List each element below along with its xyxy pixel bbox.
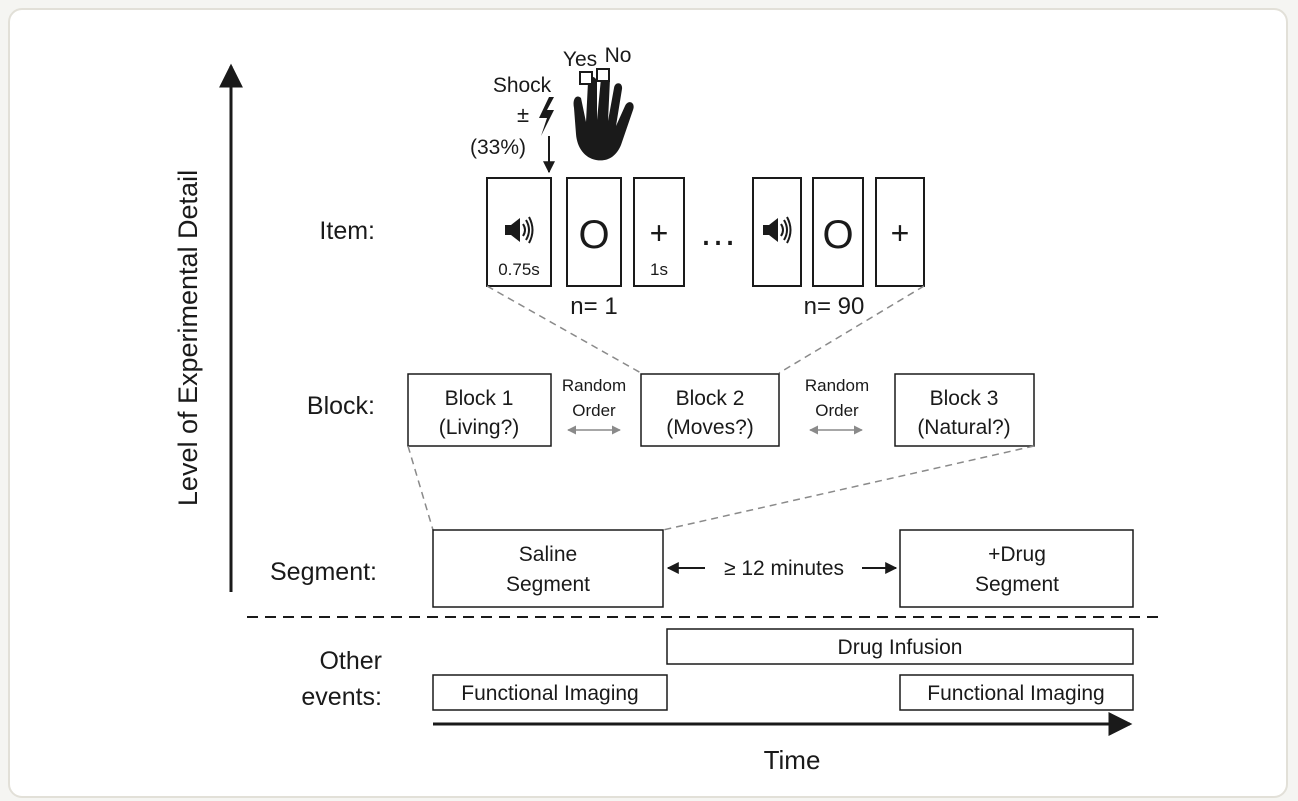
drug-segment-line2: Segment <box>975 573 1059 596</box>
random-order-label-2b: Order <box>815 401 859 420</box>
shock-sign: ± <box>517 102 529 127</box>
fixation-cross-last: + <box>891 215 910 251</box>
row-label-other-2: events: <box>301 683 382 711</box>
item-box-fixation-last <box>875 177 925 287</box>
random-order-label-1b: Order <box>572 401 616 420</box>
lightning-icon <box>539 97 554 136</box>
figure-frame: Level of Experimental Detail Item: Block… <box>8 8 1288 798</box>
item-index-first: n= 1 <box>570 293 617 320</box>
item-box-target-last <box>812 177 864 287</box>
zoom-line <box>486 285 642 374</box>
target-letter-first: O <box>578 213 609 257</box>
block-2-title: Block 2 <box>676 387 745 410</box>
saline-segment-line1: Saline <box>519 543 577 566</box>
speaker-icon <box>505 216 534 244</box>
row-label-item: Item: <box>319 217 375 245</box>
shock-label: Shock <box>493 74 552 97</box>
target-letter-last: O <box>822 213 853 257</box>
item-box-target-first <box>566 177 622 287</box>
block-2-question: (Moves?) <box>666 416 754 439</box>
experiment-design-diagram: Level of Experimental Detail Item: Block… <box>173 44 1160 775</box>
drug-segment-line1: +Drug <box>988 543 1046 566</box>
zoom-line <box>662 445 1035 531</box>
random-order-label-2a: Random <box>805 376 869 395</box>
no-button-icon <box>596 68 610 82</box>
speaker-icon <box>763 216 792 244</box>
block-3-box <box>894 373 1035 447</box>
hand-icon <box>573 72 634 161</box>
imaging-label-left: Functional Imaging <box>461 682 638 705</box>
row-label-other-1: Other <box>319 647 382 675</box>
random-order-label-1a: Random <box>562 376 626 395</box>
saline-segment-line2: Segment <box>506 573 590 596</box>
yes-button-icon <box>579 71 593 85</box>
imaging-box-left <box>432 674 668 711</box>
block-3-title: Block 3 <box>930 387 999 410</box>
shock-probability: (33%) <box>470 136 526 159</box>
block-1-box <box>407 373 552 447</box>
imaging-box-right <box>899 674 1134 711</box>
item-index-last: n= 90 <box>804 293 865 320</box>
block-3-question: (Natural?) <box>917 416 1010 439</box>
segment-interval: ≥ 12 minutes <box>724 557 844 580</box>
block-2-box <box>640 373 780 447</box>
imaging-label-right: Functional Imaging <box>927 682 1104 705</box>
drug-infusion-label: Drug Infusion <box>838 636 963 659</box>
drug-infusion-box <box>666 628 1134 665</box>
block-1-question: (Living?) <box>439 416 520 439</box>
saline-segment-box <box>432 529 664 608</box>
item-ellipsis: … <box>699 212 737 254</box>
speaker-duration: 0.75s <box>498 260 540 279</box>
zoom-line <box>778 285 925 374</box>
response-no-label: No <box>605 44 632 67</box>
row-label-segment: Segment: <box>270 558 377 586</box>
response-yes-label: Yes <box>563 48 597 71</box>
zoom-line <box>407 445 434 531</box>
y-axis-label: Level of Experimental Detail <box>173 170 203 506</box>
block-1-title: Block 1 <box>445 387 514 410</box>
item-box-fixation-first <box>633 177 685 287</box>
row-label-block: Block: <box>307 392 375 420</box>
fixation-cross-first: + <box>650 215 669 251</box>
drug-segment-box <box>899 529 1134 608</box>
fixation-duration: 1s <box>650 260 668 279</box>
x-axis-label: Time <box>764 745 821 775</box>
